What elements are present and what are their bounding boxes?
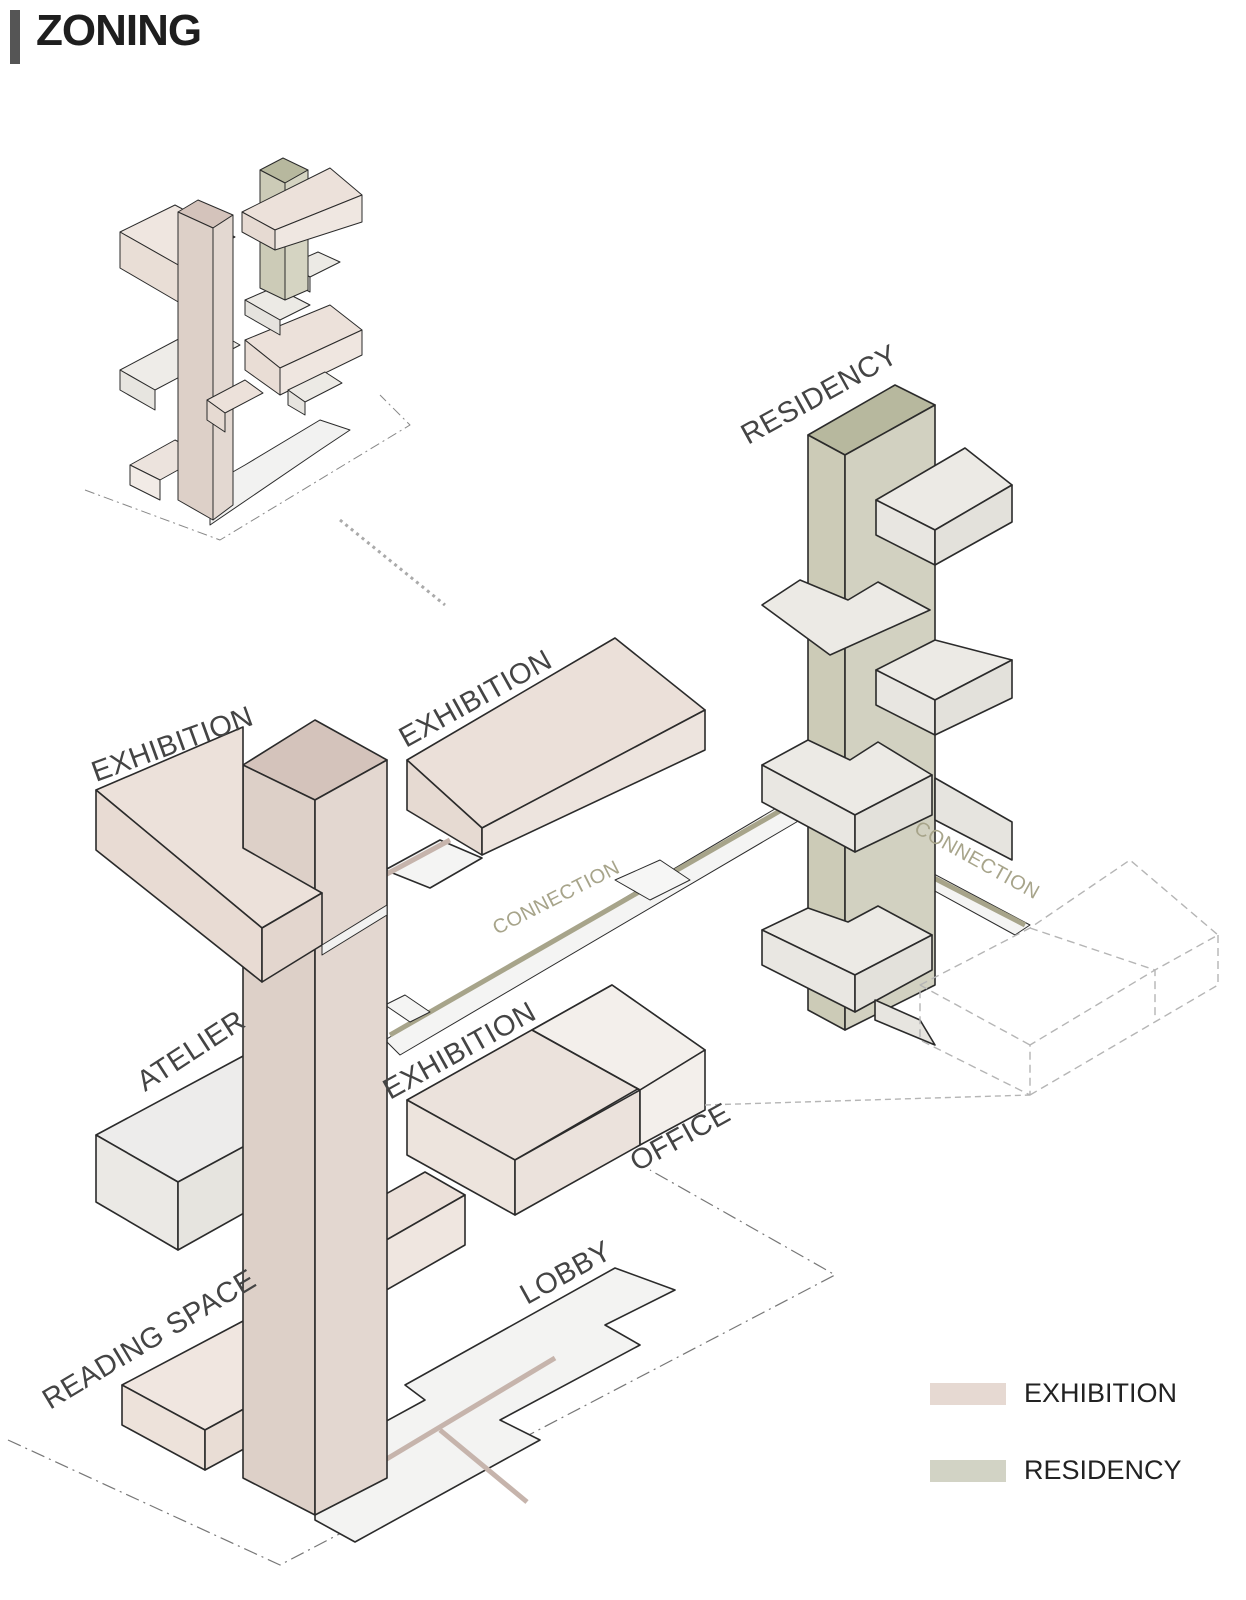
overview-model bbox=[84, 157, 411, 541]
exhibition-left-block bbox=[95, 726, 388, 983]
legend-label-exhibition: EXHIBITION bbox=[1024, 1378, 1178, 1408]
legend-swatch-exhibition bbox=[930, 1382, 1006, 1405]
legend-label-residency: RESIDENCY bbox=[1024, 1455, 1182, 1485]
exhibition-right-block bbox=[406, 637, 706, 856]
legend-item-exhibition: EXHIBITION bbox=[930, 1378, 1177, 1409]
legend-item-residency: RESIDENCY bbox=[930, 1455, 1182, 1486]
exhibition-tower bbox=[242, 719, 388, 1516]
ghost-volume bbox=[704, 859, 1219, 1106]
leader-line bbox=[339, 518, 446, 607]
residency-tower bbox=[761, 384, 1013, 1046]
exhibition-office-block bbox=[406, 984, 706, 1216]
title-accent-bar bbox=[10, 10, 20, 64]
page-title: ZONING bbox=[36, 6, 202, 55]
lobby-floor bbox=[314, 1267, 676, 1543]
legend-swatch-residency bbox=[930, 1459, 1006, 1482]
